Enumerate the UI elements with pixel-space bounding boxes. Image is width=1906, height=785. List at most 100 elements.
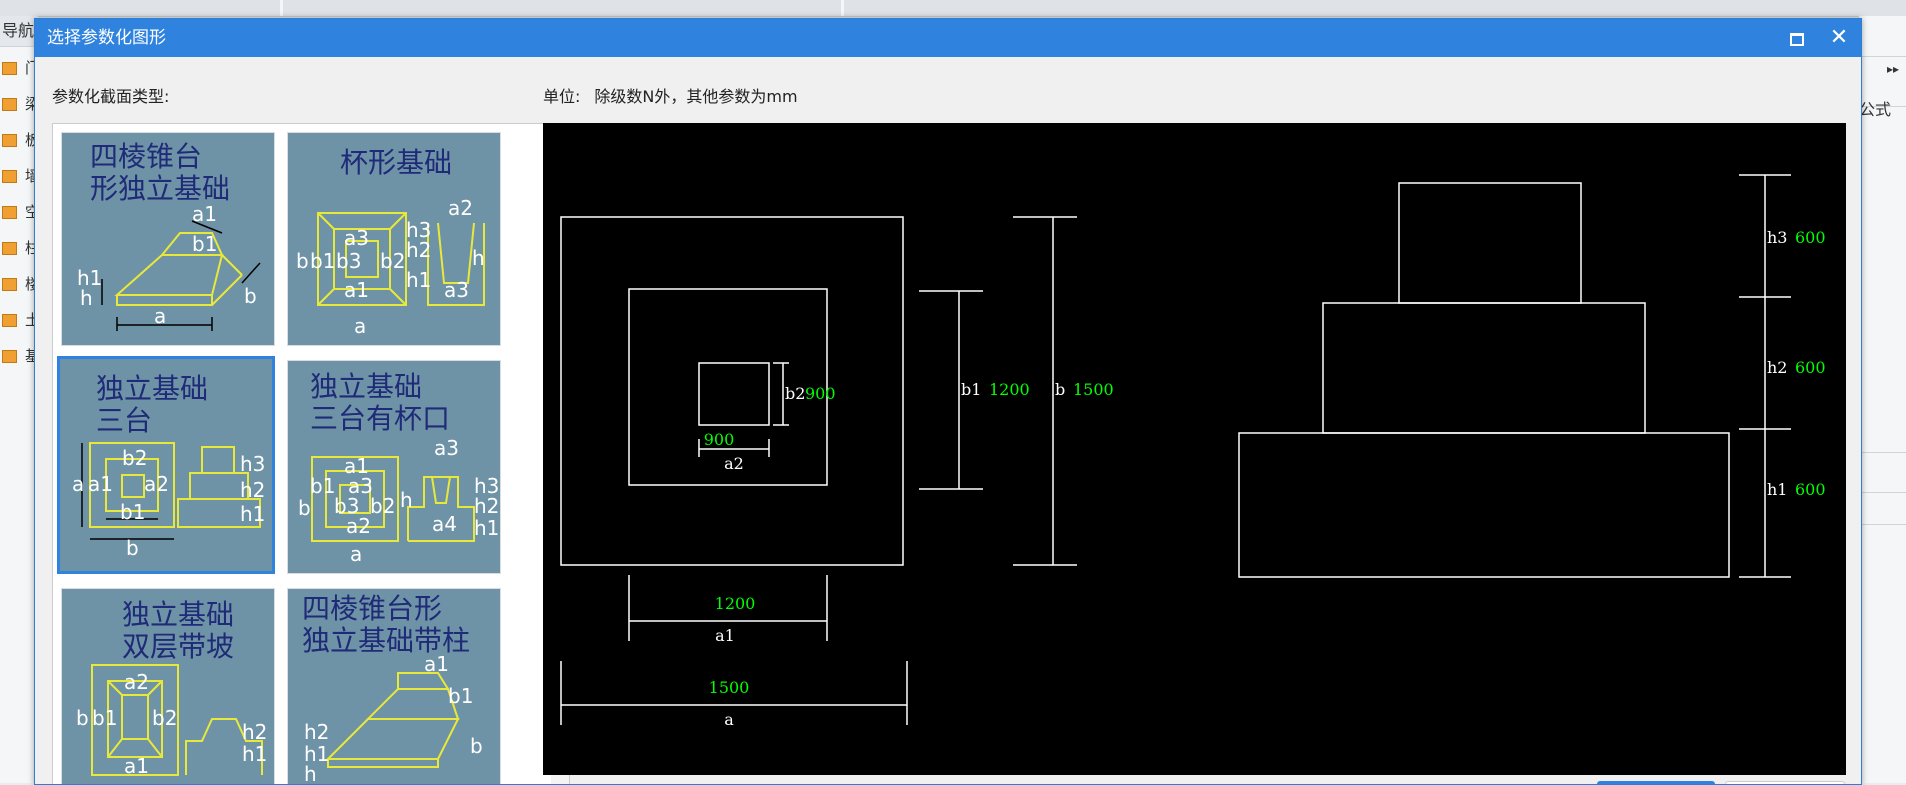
dimension-label: h3 bbox=[406, 218, 431, 242]
nav-item[interactable]: 土 bbox=[2, 310, 36, 330]
dimension-label: h bbox=[304, 762, 317, 785]
dimension-label: b2 bbox=[122, 446, 147, 470]
foundation-drawing: 900 a2 b2 900 1200 a1 1500 a b1 1200 b 1… bbox=[560, 174, 1826, 729]
thumbnail-diagram: a2 b b1 b3 a3 b2 h3 h2 h1 h a1 a3 a bbox=[296, 196, 485, 338]
dimension-label: b bbox=[470, 734, 483, 758]
b2-label: b2 bbox=[785, 384, 805, 403]
nav-item[interactable]: 门 bbox=[2, 58, 36, 78]
top-bar-divider bbox=[280, 0, 283, 16]
h3-value: 600 bbox=[1795, 228, 1826, 247]
a-label: a bbox=[724, 710, 734, 729]
thumbnail-title: 独立基础 双层带坡 bbox=[122, 598, 235, 663]
thumbnail-diagram: a3 a1 b1 a3 b b3 b2 h a2 h3 h2 h1 a4 a bbox=[298, 436, 499, 566]
nav-item[interactable]: 基 bbox=[2, 346, 36, 366]
h2-value: 600 bbox=[1795, 358, 1826, 377]
folder-icon bbox=[2, 278, 17, 291]
dimension-label: h1 bbox=[242, 742, 267, 766]
nav-item[interactable]: 空 bbox=[2, 202, 36, 222]
dimension-label: h3 bbox=[474, 474, 499, 498]
b-label: b bbox=[1055, 380, 1065, 399]
dimension-label: h2 bbox=[240, 478, 265, 502]
shape-thumbnail-selected[interactable]: 独立基础 三台 b2 a a1 a2 b1 b h3 bbox=[57, 356, 275, 574]
dimension-label: h1 bbox=[304, 742, 329, 766]
b1-value: 1200 bbox=[989, 380, 1030, 399]
elevation-step-1 bbox=[1238, 432, 1730, 578]
elevation-step-2 bbox=[1322, 302, 1646, 434]
shape-preview-canvas[interactable]: 900 a2 b2 900 1200 a1 1500 a b1 1200 b 1… bbox=[543, 123, 1846, 775]
dialog-title-bar[interactable]: 选择参数化图形 ✕ bbox=[35, 19, 1861, 57]
shape-list[interactable]: 四棱锥台 形独立基础 a1 b1 h1 bbox=[52, 123, 570, 785]
folder-icon bbox=[2, 206, 17, 219]
confirm-button[interactable] bbox=[1597, 781, 1715, 784]
dimension-label: a4 bbox=[432, 512, 457, 536]
dimension-label: h bbox=[80, 286, 93, 310]
dimension-label: b bbox=[298, 496, 311, 520]
shape-thumbnail[interactable]: 独立基础 三台有杯口 a3 a1 b1 a3 b b3 b2 h a2 bbox=[287, 360, 501, 574]
thumbnail-diagram: a1 b1 h1 h b a bbox=[77, 202, 261, 331]
unit-label: 单位:除级数N外，其他参数为mm bbox=[543, 87, 798, 106]
nav-item[interactable]: 柱 bbox=[2, 238, 36, 258]
dimension-label: b1 bbox=[192, 232, 217, 256]
b1-label: b1 bbox=[961, 380, 981, 399]
dimension-label: h2 bbox=[406, 238, 431, 262]
dimension-label: h bbox=[400, 488, 413, 512]
maximize-button[interactable] bbox=[1777, 19, 1817, 57]
dimension-label: h2 bbox=[242, 720, 267, 744]
dimension-label: a1 bbox=[88, 472, 113, 496]
dimension-label: b1 bbox=[310, 474, 335, 498]
outer-plan-rect bbox=[560, 216, 904, 566]
dimension-label: h1 bbox=[474, 516, 499, 540]
h3-label: h3 bbox=[1767, 228, 1787, 247]
expand-arrow-icon[interactable]: ▸▸ bbox=[1887, 62, 1900, 76]
dimension-label: b bbox=[76, 706, 89, 730]
inner-plan-rect bbox=[698, 362, 770, 426]
shape-thumbnail[interactable]: 四棱锥台形 独立基础带柱 a1 b1 h2 h1 h b bbox=[287, 588, 501, 785]
dimension-label: a2 bbox=[144, 472, 169, 496]
dimension-label: a1 bbox=[344, 454, 369, 478]
nav-item[interactable]: 楼 bbox=[2, 274, 36, 294]
thumbnail-title: 四棱锥台形 独立基础带柱 bbox=[302, 592, 471, 657]
dimension-label: b3 bbox=[336, 249, 361, 273]
thumbnail-title: 独立基础 三台 bbox=[96, 372, 209, 437]
thumbnail-diagram: b2 a a1 a2 b1 b h3 h2 h1 bbox=[72, 442, 265, 560]
nav-item[interactable]: 梁 bbox=[2, 94, 36, 114]
dimension-label: b2 bbox=[152, 706, 177, 730]
dimension-label: b1 bbox=[92, 706, 117, 730]
folder-icon bbox=[2, 62, 17, 75]
middle-plan-rect bbox=[628, 288, 828, 486]
dialog-title: 选择参数化图形 bbox=[47, 28, 166, 48]
elevation-step-3 bbox=[1398, 182, 1582, 304]
dimension-label: a2 bbox=[124, 670, 149, 694]
folder-icon bbox=[2, 350, 17, 363]
thumbnail-diagram: a2 b b1 b2 a1 h2 h1 bbox=[76, 664, 267, 778]
cancel-button[interactable] bbox=[1725, 781, 1845, 784]
folder-icon bbox=[2, 98, 17, 111]
nav-item[interactable]: 板 bbox=[2, 130, 36, 150]
dimension-label: a3 bbox=[434, 436, 459, 460]
dimension-label: a1 bbox=[344, 278, 369, 302]
app-top-bar bbox=[0, 0, 1906, 17]
folder-icon bbox=[2, 134, 17, 147]
dimension-label: b1 bbox=[448, 684, 473, 708]
dimension-label: a bbox=[72, 472, 84, 496]
h2-label: h2 bbox=[1767, 358, 1787, 377]
dimension-label: a3 bbox=[344, 226, 369, 250]
close-button[interactable]: ✕ bbox=[1819, 19, 1859, 57]
navigation-panel: 导航 门 梁 板 墙 空 柱 楼 土 基 bbox=[0, 16, 38, 783]
shape-thumbnail[interactable]: 四棱锥台 形独立基础 a1 b1 h1 bbox=[61, 132, 275, 346]
h1-label: h1 bbox=[1767, 480, 1787, 499]
dimension-label: a bbox=[354, 314, 366, 338]
a1-label: a1 bbox=[715, 626, 735, 645]
shape-thumbnail[interactable]: 杯形基础 a2 b b1 b3 a3 b2 h3 h2 h1 bbox=[287, 132, 501, 346]
dimension-label: a1 bbox=[192, 202, 217, 226]
dimension-label: b bbox=[244, 284, 257, 308]
shape-thumbnail[interactable]: 独立基础 双层带坡 a2 b b1 b2 a1 h2 h1 bbox=[61, 588, 275, 784]
formula-column-header: 公式 bbox=[1859, 100, 1892, 119]
dimension-label: b1 bbox=[310, 249, 335, 273]
b-value: 1500 bbox=[1073, 380, 1114, 399]
folder-icon bbox=[2, 170, 17, 183]
dimension-label: a bbox=[154, 304, 166, 328]
dimension-label: h2 bbox=[474, 494, 499, 518]
nav-item[interactable]: 墙 bbox=[2, 166, 36, 186]
h1-value: 600 bbox=[1795, 480, 1826, 499]
